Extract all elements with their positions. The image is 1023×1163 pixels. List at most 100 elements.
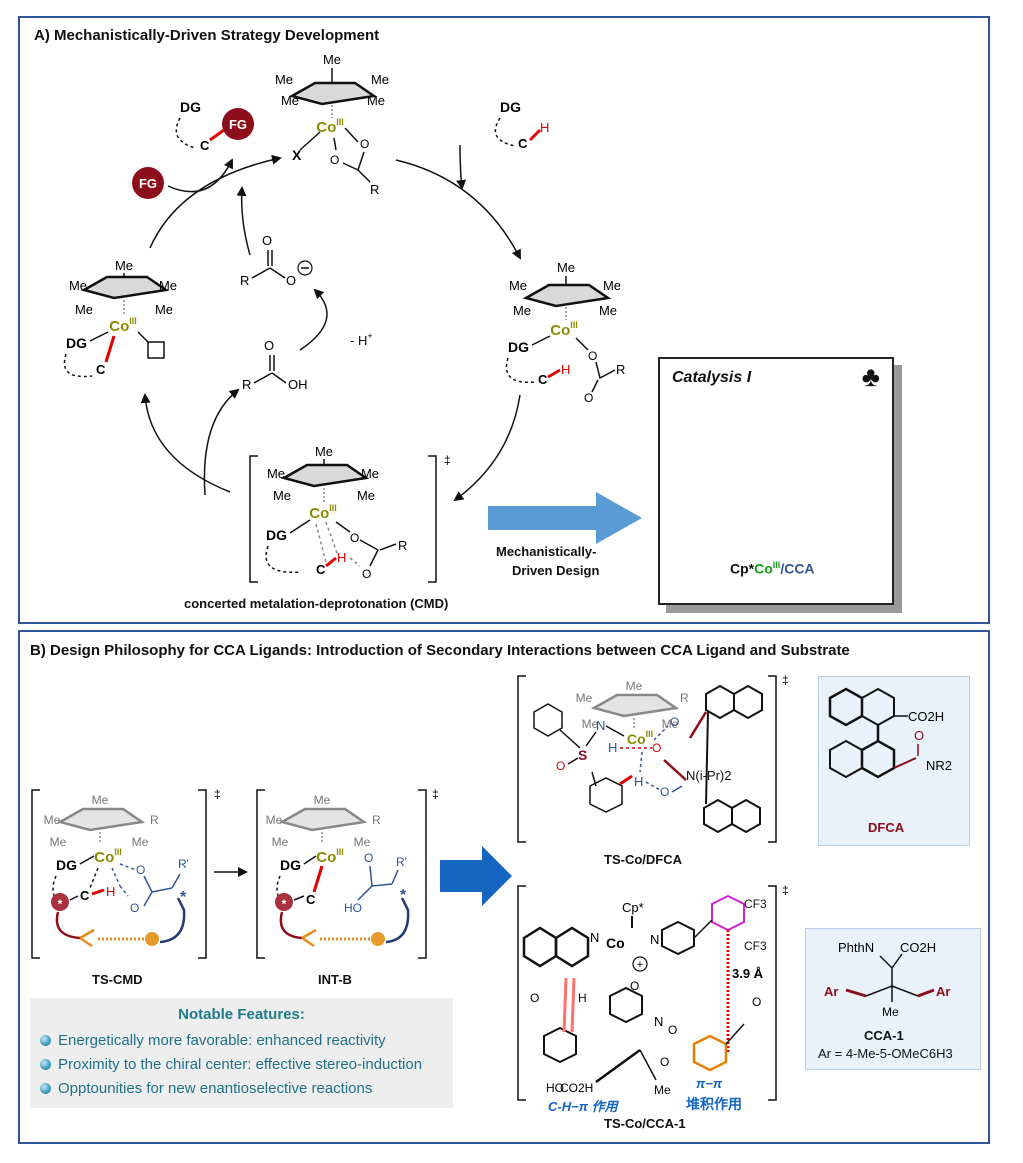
svg-text:Me: Me	[272, 835, 289, 849]
svg-text:Me: Me	[882, 1005, 899, 1019]
svg-text:Me: Me	[357, 488, 375, 503]
svg-text:O: O	[286, 273, 296, 288]
svg-text:HO: HO	[546, 1081, 564, 1095]
me-label: Me	[367, 93, 385, 108]
svg-text:FG: FG	[229, 117, 247, 132]
dfca-label: DFCA	[868, 820, 905, 835]
panel-a-title: A) Mechanistically-Driven Strategy Devel…	[34, 27, 380, 44]
svg-text:C: C	[200, 138, 210, 153]
svg-text:R': R'	[396, 855, 407, 869]
o-label: O	[360, 137, 369, 151]
svg-text:O: O	[668, 1023, 677, 1037]
svg-text:Me: Me	[155, 302, 173, 317]
svg-text:O: O	[652, 741, 661, 755]
svg-text:Me: Me	[44, 813, 61, 827]
features-title: Notable Features:	[178, 1006, 305, 1023]
me-label: Me	[281, 93, 299, 108]
ts-cca1-structure: ‡ Cp* N Co N + CF3 CF3 3.9 Å O O H O N O…	[517, 883, 789, 1101]
svg-text:N: N	[650, 932, 659, 947]
svg-text:Me: Me	[354, 835, 371, 849]
svg-text:Me: Me	[513, 303, 531, 318]
svg-text:‡: ‡	[214, 787, 221, 801]
ch-pi-label: C-H−π 作用	[548, 1099, 618, 1114]
svg-text:H: H	[608, 740, 617, 755]
svg-text:C: C	[306, 892, 316, 907]
svg-text:Me: Me	[75, 302, 93, 317]
svg-text:H: H	[540, 120, 549, 135]
catalysis-box: Catalysis I ♣	[658, 357, 894, 605]
svg-text:N: N	[590, 930, 599, 945]
svg-text:O: O	[262, 233, 272, 248]
bullet-icon	[40, 1059, 51, 1070]
bullet-icon	[40, 1083, 51, 1094]
svg-text:CoIII: CoIII	[627, 729, 653, 747]
me-label: Me	[275, 72, 293, 87]
svg-text:Ar: Ar	[936, 984, 950, 999]
svg-text:H: H	[106, 884, 115, 899]
svg-text:Me: Me	[582, 717, 599, 731]
panel-b-arrow	[440, 846, 512, 906]
panel-b-title: B) Design Philosophy for CCA Ligands: In…	[30, 642, 850, 659]
pi-pi-label: π−π	[696, 1076, 723, 1091]
svg-text:H: H	[634, 774, 643, 789]
complex-right: Me Me Me Me Me CoIII DG C H O O R	[505, 260, 625, 405]
cca1-ar-definition: Ar = 4-Me-5-OMeC6H3	[818, 1046, 953, 1061]
svg-text:OH: OH	[288, 377, 308, 392]
svg-text:Me: Me	[576, 691, 593, 705]
design-label-1: Mechanistically-	[496, 544, 597, 559]
svg-text:R: R	[150, 813, 159, 827]
svg-text:‡: ‡	[444, 453, 451, 467]
svg-text:Me: Me	[509, 278, 527, 293]
svg-text:FG: FG	[139, 176, 157, 191]
svg-text:CoIII: CoIII	[94, 847, 122, 866]
svg-text:CO2H: CO2H	[908, 709, 944, 724]
feature-item: Opptounities for new enantioselective re…	[40, 1080, 372, 1097]
svg-text:CF3: CF3	[744, 939, 767, 953]
fg-ball	[222, 108, 254, 140]
svg-text:R: R	[242, 377, 251, 392]
svg-text:Me: Me	[603, 278, 621, 293]
panel-b-diagram: ‡ Me Me R Me Me CoIII DG C H O O R' * *	[31, 673, 952, 1101]
ts-cmd-structure: ‡ Me Me R Me Me CoIII DG C H O O R' * *	[31, 787, 221, 959]
svg-text:O: O	[364, 851, 373, 865]
catalysis-title: Catalysis I	[672, 369, 752, 386]
svg-text:O: O	[130, 901, 139, 915]
svg-text:CoIII: CoIII	[550, 320, 578, 339]
r-label: R	[370, 182, 379, 197]
svg-text:O: O	[670, 715, 679, 729]
me-label: Me	[323, 52, 341, 67]
svg-text:Me: Me	[92, 793, 109, 807]
svg-text:R: R	[240, 273, 249, 288]
svg-text:H: H	[578, 991, 587, 1005]
carboxylic-acid: O R OH	[242, 338, 308, 392]
ts-dfca-structure: ‡ Me Me R Me Me CoIII S O N H O O H O N(…	[517, 673, 789, 843]
int-b-label: INT-B	[318, 972, 352, 987]
svg-text:‡: ‡	[782, 883, 789, 897]
club-icon: ♣	[861, 361, 880, 392]
ts-dfca-label: TS-Co/DFCA	[604, 852, 682, 867]
feature-item: Proximity to the chiral center: effectiv…	[40, 1056, 422, 1073]
co-label: Co	[606, 935, 625, 951]
svg-text:H: H	[561, 362, 570, 377]
svg-text:O: O	[588, 349, 597, 363]
o-label: O	[330, 153, 339, 167]
svg-text:*: *	[58, 897, 63, 911]
svg-text:+: +	[637, 959, 643, 971]
svg-text:Me: Me	[159, 278, 177, 293]
svg-text:N(i-Pr)2: N(i-Pr)2	[686, 768, 732, 783]
svg-text:Me: Me	[654, 1083, 671, 1097]
svg-text:Me: Me	[267, 466, 285, 481]
svg-text:R: R	[680, 691, 689, 705]
svg-text:Me: Me	[626, 679, 643, 693]
pi-stacking-label: 堆积作用	[686, 1096, 742, 1112]
svg-text:N: N	[596, 718, 605, 733]
svg-text:S: S	[578, 747, 587, 763]
svg-text:R: R	[616, 362, 625, 377]
me-label: Me	[371, 72, 389, 87]
svg-text:C: C	[316, 562, 326, 577]
svg-text:‡: ‡	[782, 673, 789, 687]
svg-text:CF3: CF3	[744, 897, 767, 911]
svg-text:CO2H: CO2H	[560, 1081, 593, 1095]
svg-text:*: *	[282, 897, 287, 911]
svg-text:O: O	[914, 728, 924, 743]
